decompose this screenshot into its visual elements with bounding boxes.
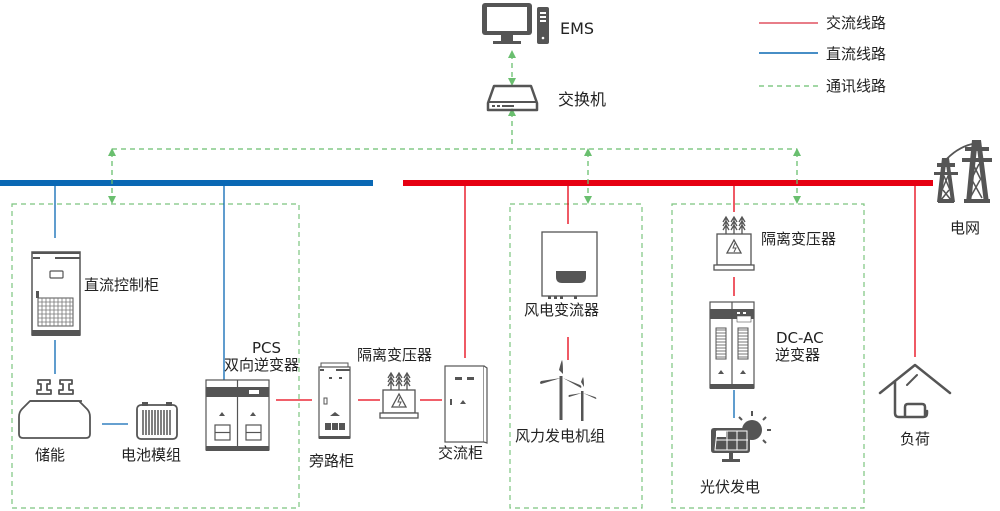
isolation-transformer-2-icon (713, 215, 755, 271)
pv-zone (671, 203, 865, 509)
computer-icon (482, 3, 549, 44)
ac-bus (403, 180, 933, 186)
wind-zone (509, 203, 643, 509)
iso-transformer-1-label: 隔离变压器 (357, 346, 433, 364)
legend-comm-label: 通讯线路 (826, 77, 887, 95)
ac-cabinet-icon (444, 365, 488, 444)
dcac-label-line2: 逆变器 (775, 346, 821, 364)
dc-control-cabinet-icon (31, 251, 81, 336)
ac-cabinet-label: 交流柜 (438, 444, 484, 462)
storage-zone (11, 203, 300, 509)
ac-lines (276, 186, 916, 401)
legend-ac-label: 交流线路 (826, 14, 887, 32)
battery-label: 电池模组 (121, 446, 182, 464)
power-tower-icon (934, 140, 992, 203)
load-label: 负荷 (900, 430, 931, 448)
switch-label: 交换机 (558, 90, 607, 109)
wind-converter-label: 风电变流器 (524, 301, 600, 319)
battery-module-icon (136, 402, 178, 440)
network-switch-icon (486, 84, 539, 112)
pv-label: 光伏发电 (700, 478, 761, 496)
bypass-cabinet-icon (318, 362, 351, 439)
dc-lines (54, 186, 735, 425)
legend-dc-label: 直流线路 (826, 45, 887, 63)
dc-cabinet-label: 直流控制柜 (84, 276, 160, 294)
wind-turbine-label: 风力发电机组 (515, 427, 606, 445)
comm-lines (108, 50, 801, 204)
dcac-label-line1: DC-AC (776, 329, 824, 347)
iso-transformer-2-label: 隔离变压器 (761, 230, 837, 248)
grid-label: 电网 (950, 219, 981, 237)
dcac-inverter-icon (709, 301, 755, 389)
dc-bus (0, 180, 373, 186)
wind-turbine-icon (540, 360, 597, 421)
isolation-transformer-icon (379, 371, 419, 419)
bypass-label: 旁路柜 (309, 452, 355, 470)
storage-label: 储能 (35, 446, 66, 464)
pcs-label-line1: PCS (252, 339, 282, 357)
pcs-label-line2: 双向逆变器 (224, 356, 300, 374)
house-load-icon (878, 363, 952, 419)
ems-label: EMS (560, 19, 595, 38)
pcs-inverter-icon (205, 379, 270, 451)
energy-storage-icon (18, 379, 91, 439)
wind-converter-icon (541, 231, 598, 299)
solar-panel-icon (711, 411, 771, 462)
